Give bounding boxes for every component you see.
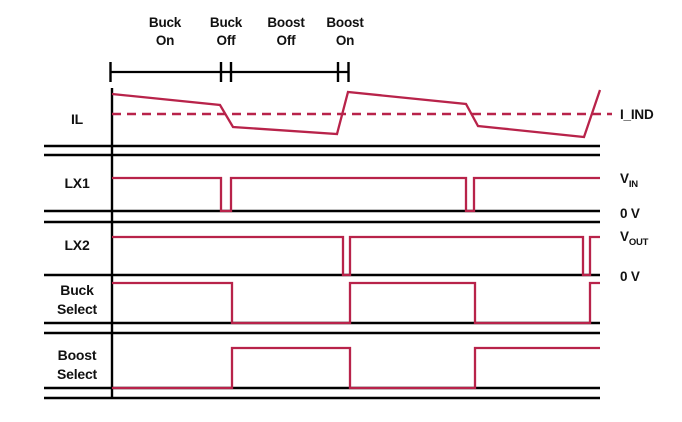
row-label-il: IL: [71, 111, 84, 127]
right-label-group: I_IND VIN 0 V VOUT 0 V: [620, 107, 654, 284]
phase-label-boost-on-line2: On: [336, 33, 354, 48]
row-label-buck-select-line2: Select: [57, 301, 98, 317]
right-label-v-out-sub: OUT: [629, 237, 649, 248]
phase-label-boost-on-line1: Boost: [326, 15, 364, 30]
waveform-il: [111, 89, 612, 139]
right-label-v-out: VOUT: [620, 229, 649, 248]
phase-label-buck-off-line1: Buck: [210, 15, 243, 30]
phase-label-buck-on-line2: On: [156, 33, 174, 48]
right-label-v-in-base: V: [620, 171, 629, 186]
phase-label-boost-off-line2: Off: [277, 33, 297, 48]
phase-label-boost-off: Boost Off: [267, 15, 305, 48]
right-label-v-in: VIN: [620, 171, 638, 190]
right-label-zero-v-lx2: 0 V: [620, 269, 640, 284]
phase-label-boost-on: Boost On: [326, 15, 364, 48]
right-label-v-out-base: V: [620, 229, 629, 244]
waveform-buck-select: [112, 281, 600, 325]
waveform-lx1: [112, 176, 600, 213]
lx1-trace: [112, 176, 600, 213]
right-label-v-in-sub: IN: [629, 179, 638, 190]
phase-axis: [109, 62, 350, 82]
phase-label-boost-off-line1: Boost: [267, 15, 305, 30]
boost-select-trace: [112, 346, 600, 390]
right-label-i-ind: I_IND: [620, 107, 654, 122]
phase-label-buck-off: Buck Off: [210, 15, 243, 48]
lx2-trace: [112, 235, 600, 277]
row-label-lx1: LX1: [64, 175, 89, 191]
row-label-group: IL LX1 LX2 Buck Select Boost Select: [57, 111, 98, 382]
phase-label-buck-on: Buck On: [149, 15, 182, 48]
phase-label-buck-off-line2: Off: [217, 33, 237, 48]
row-label-buck-select-line1: Buck: [60, 282, 94, 298]
waveform-boost-select: [112, 346, 600, 390]
phase-label-group: Buck On Buck Off Boost Off Boost On: [149, 15, 365, 48]
row-label-boost-select-line1: Boost: [58, 347, 97, 363]
row-separator-group: [44, 144, 600, 400]
il-current-trace: [111, 89, 602, 139]
phase-label-buck-on-line1: Buck: [149, 15, 182, 30]
row-label-boost-select-line2: Select: [57, 366, 98, 382]
right-label-zero-v-lx1: 0 V: [620, 206, 640, 221]
buck-select-trace: [112, 281, 600, 325]
row-label-lx2: LX2: [64, 237, 89, 253]
waveform-lx2: [112, 235, 600, 277]
